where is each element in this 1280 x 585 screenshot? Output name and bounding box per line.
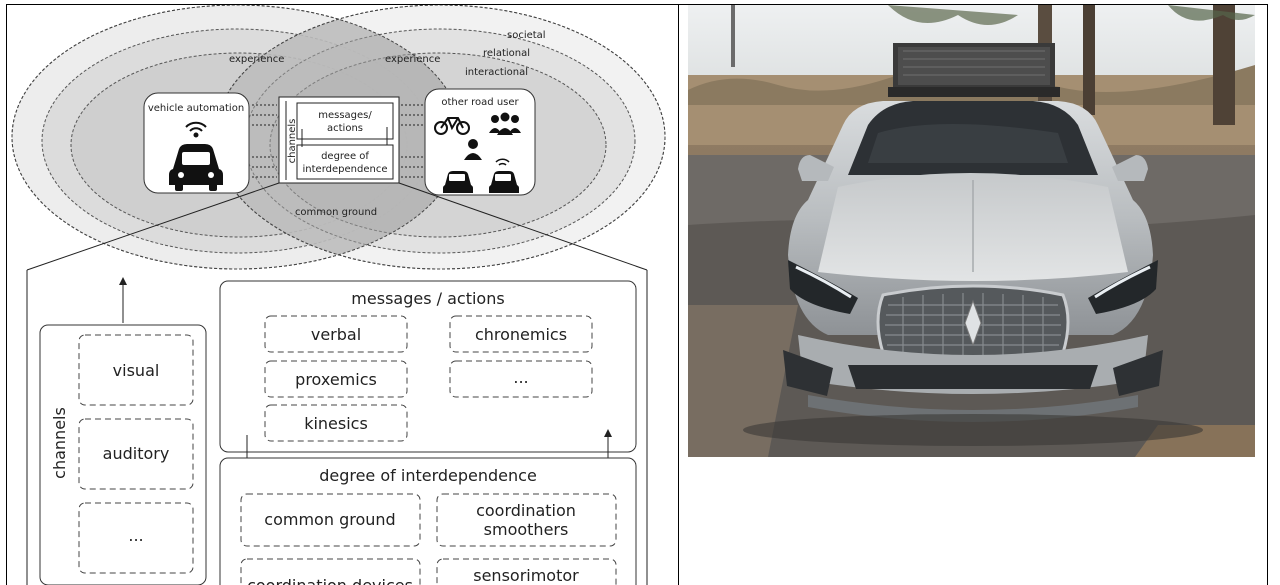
- vehicle-photo-illustration: [688, 5, 1255, 457]
- interdep-item-common-ground-text: common ground: [264, 510, 395, 529]
- arrows-left: [252, 104, 277, 178]
- interdependence-panel-title: degree of interdependence: [319, 466, 537, 485]
- message-item-more: [449, 360, 593, 398]
- message-item-kinesics-text: kinesics: [304, 414, 368, 433]
- message-item-verbal-text: verbal: [311, 325, 361, 344]
- channel-item-visual-text: visual: [113, 361, 160, 380]
- channels-panel: channels visual auditory ...: [39, 324, 207, 585]
- label-experience-left: experience: [229, 54, 284, 65]
- channel-item-more: [78, 502, 194, 574]
- center-channel-box: channels messages/ actions degree of int…: [278, 96, 400, 184]
- channel-item-auditory: [78, 418, 194, 490]
- arrow-up-channels: [119, 277, 127, 323]
- communication-diagram: societal relational interactional experi…: [11, 5, 666, 585]
- center-messages-line1: messages/: [318, 110, 372, 121]
- label-experience-right: experience: [385, 54, 440, 65]
- interdep-item-coordination-devices: [240, 558, 421, 585]
- label-interactional: interactional: [465, 67, 528, 78]
- interdep-item-sensorimotor-text: sensorimotor: [473, 566, 579, 585]
- center-degree-line1: degree of: [321, 151, 369, 162]
- message-item-chronemics: [449, 315, 593, 353]
- group-icon: [489, 112, 521, 135]
- vehicle-photo: [688, 5, 1255, 457]
- car-small-icon: [443, 171, 473, 193]
- center-channels-label: channels: [287, 119, 298, 164]
- panel-divider: [678, 4, 679, 585]
- arrows-right: [401, 104, 425, 178]
- label-common-ground-top: common ground: [295, 207, 377, 218]
- message-item-proxemics: [264, 360, 408, 398]
- wifi-icon: [185, 121, 207, 138]
- message-item-more-text: ...: [513, 368, 528, 387]
- bicycle-icon: [434, 117, 470, 135]
- channel-item-more-text: ...: [128, 526, 143, 545]
- label-relational: relational: [483, 48, 530, 59]
- interdep-item-sensorimotor: [436, 558, 617, 585]
- label-societal: societal: [507, 30, 546, 41]
- center-messages-line2: actions: [327, 123, 363, 134]
- channel-item-auditory-text: auditory: [103, 444, 170, 463]
- interdep-item-coordination-smoothers-line1: coordination: [476, 501, 576, 520]
- interdep-item-coordination-devices-text: coordination devices: [247, 576, 413, 585]
- pedestrian-icon: [464, 139, 482, 160]
- message-item-chronemics-text: chronemics: [475, 325, 567, 344]
- interdep-item-common-ground: [240, 493, 421, 547]
- figure-frame: [6, 4, 1268, 585]
- interdependence-panel: degree of interdependence common ground …: [219, 457, 637, 585]
- other-road-user-title: other road user: [441, 97, 519, 108]
- car-icon: [169, 144, 223, 191]
- interdep-item-coordination-smoothers: [436, 493, 617, 547]
- channels-panel-label: channels: [50, 407, 69, 479]
- message-item-proxemics-text: proxemics: [295, 370, 377, 389]
- connected-car-icon: [489, 158, 519, 193]
- message-item-kinesics: [264, 404, 408, 442]
- vehicle-automation-title: vehicle automation: [148, 103, 244, 114]
- other-road-user-box: other road user: [424, 88, 536, 196]
- channel-item-visual: [78, 334, 194, 406]
- messages-panel: messages / actions verbal chronemics pro…: [219, 280, 637, 453]
- message-item-verbal: [264, 315, 408, 353]
- vehicle-automation-box: vehicle automation: [143, 92, 250, 194]
- center-degree-line2: interdependence: [303, 164, 388, 175]
- interdep-item-coordination-smoothers-line2: smoothers: [484, 520, 569, 539]
- zoom-lines: [26, 182, 648, 585]
- messages-panel-title: messages / actions: [351, 289, 504, 308]
